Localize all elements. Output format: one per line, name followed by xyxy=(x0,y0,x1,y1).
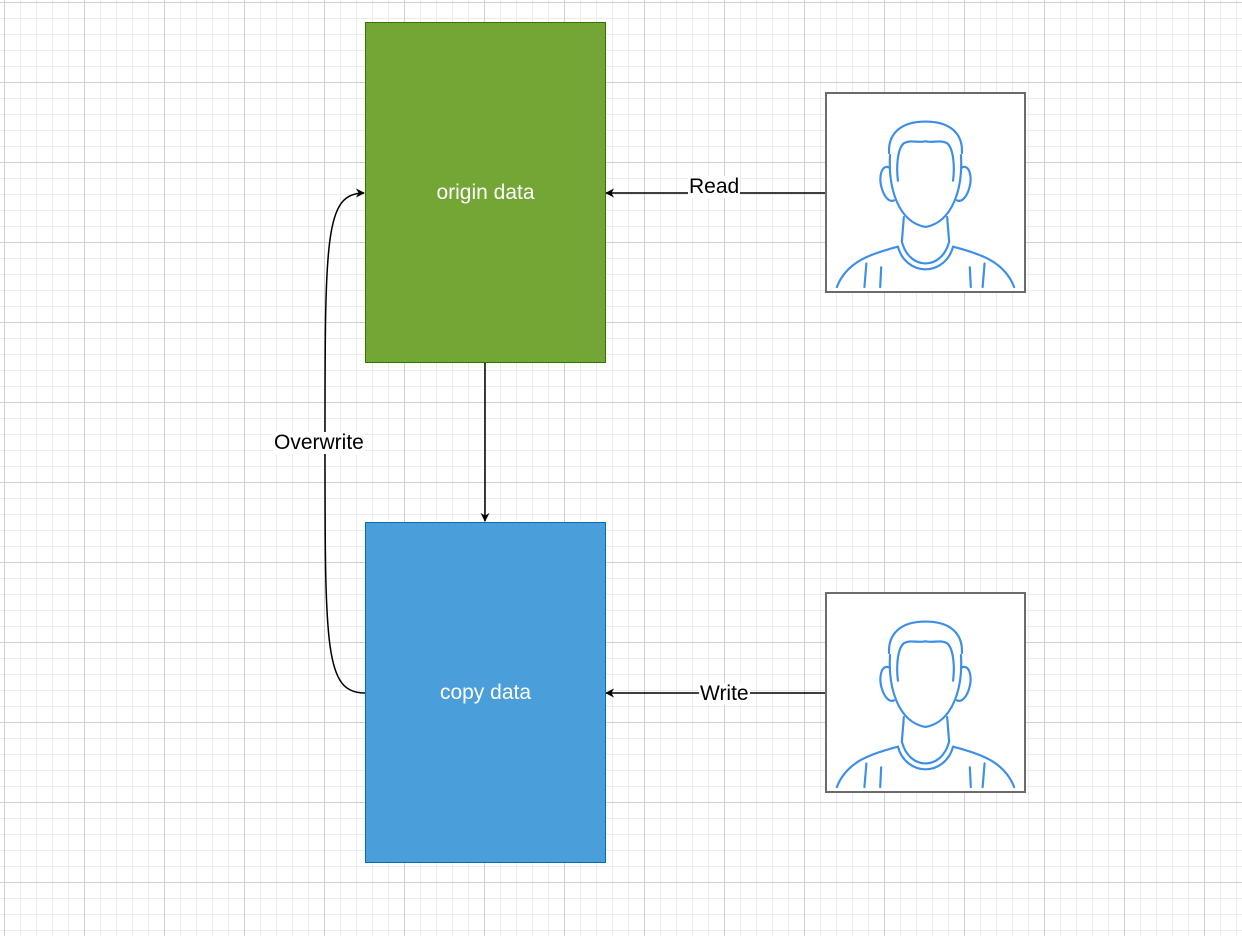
origin-data-box[interactable]: origin data xyxy=(365,22,606,363)
copy-data-label: copy data xyxy=(439,680,532,704)
overwrite-edge-label: Overwrite xyxy=(273,431,365,454)
write-edge-label: Write xyxy=(699,682,750,705)
user-icon xyxy=(835,120,1016,289)
read-edge-label: Read xyxy=(688,175,741,198)
reader-user-box[interactable] xyxy=(825,92,1026,293)
user-icon xyxy=(835,620,1016,789)
copy-data-box[interactable]: copy data xyxy=(365,522,606,863)
writer-user-box[interactable] xyxy=(825,592,1026,793)
origin-data-label: origin data xyxy=(436,180,535,204)
